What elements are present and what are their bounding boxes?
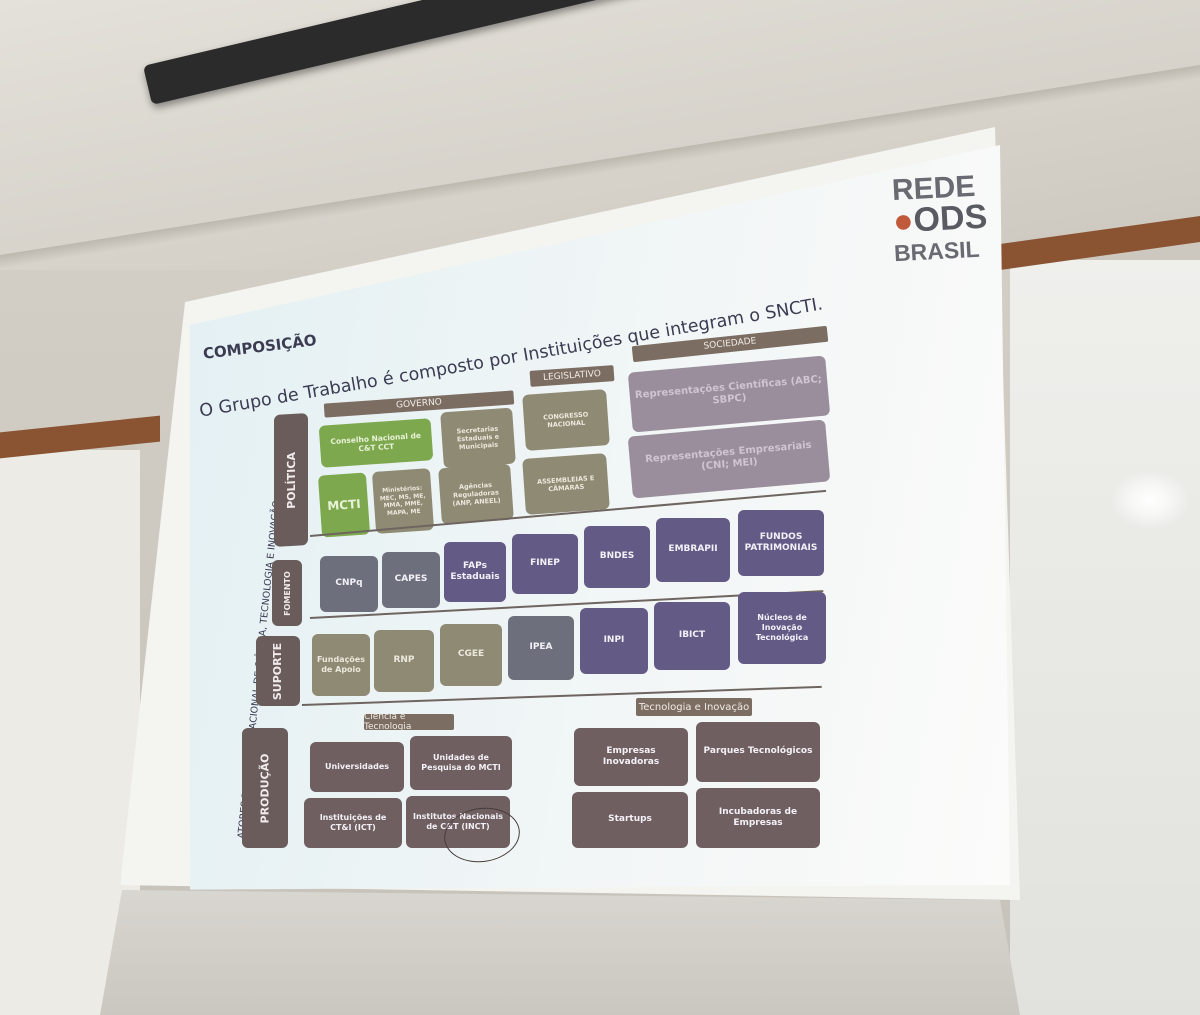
whiteboard-right <box>1010 260 1200 1015</box>
box-faps: FAPs Estaduais <box>444 542 506 602</box>
box-cgee: CGEE <box>440 624 502 686</box>
box-nucleos-inovacao: Núcleos de Inovação Tecnológica <box>738 592 826 664</box>
box-embrapii: EMBRAPII <box>656 518 730 582</box>
section-politica-label: POLÍTICA <box>284 451 298 509</box>
section-producao: PRODUÇÃO <box>242 728 288 848</box>
box-unidades-pesquisa: Unidades de Pesquisa do MCTI <box>410 736 512 790</box>
box-congresso: CONGRESSO NACIONAL <box>522 389 610 451</box>
box-rnp: RNP <box>374 630 434 692</box>
section-fomento: FOMENTO <box>272 560 302 626</box>
box-capes: CAPES <box>382 552 440 608</box>
box-incubadoras: Incubadoras de Empresas <box>696 788 820 848</box>
box-startups: Startups <box>572 792 688 848</box>
box-agencias: Agências Reguladoras (ANP, ANEEL) <box>438 463 514 525</box>
section-fomento-label: FOMENTO <box>282 570 292 616</box>
box-ibict: IBICT <box>654 602 730 670</box>
box-empresas-inovadoras: Empresas Inovadoras <box>574 728 688 786</box>
box-inct: Institutos Nacionais de C&T (INCT) <box>406 796 510 848</box>
screen-lower-area <box>100 890 1020 1015</box>
section-producao-label: PRODUÇÃO <box>258 753 272 823</box>
box-cnpq: CNPq <box>320 556 378 612</box>
box-fundacoes: Fundações de Apoio <box>312 634 370 696</box>
box-ict: Instituições de CT&I (ICT) <box>304 798 402 848</box>
box-fundos-patrimoniais: FUNDOS PATRIMONIAIS <box>738 510 824 576</box>
box-inpi: INPI <box>580 608 648 674</box>
section-politica: POLÍTICA <box>274 413 308 547</box>
header-tecnologia-inovacao: Tecnologia e Inovação <box>636 698 752 716</box>
light-glare <box>1110 470 1190 530</box>
box-bndes: BNDES <box>584 526 650 588</box>
box-mcti: MCTI <box>317 472 371 538</box>
box-secretarias: Secretarias Estaduais e Municipais <box>440 407 516 469</box>
header-ciencia-tecnologia: Ciência e Tecnologia <box>364 712 454 732</box>
logo-ods-text: ODS <box>912 197 989 240</box>
box-assembleias: ASSEMBLEIAS E CÂMARAS <box>522 453 610 515</box>
box-universidades: Universidades <box>310 742 404 792</box>
box-parques-tecnologicos: Parques Tecnológicos <box>696 722 820 782</box>
section-suporte: SUPORTE <box>256 636 300 706</box>
box-cct: Conselho Nacional de C&T CCT <box>318 418 434 468</box>
box-ipea: IPEA <box>508 616 574 680</box>
box-finep: FINEP <box>512 534 578 594</box>
section-suporte-label: SUPORTE <box>271 642 285 700</box>
logo-ods: ●ODS <box>892 197 989 241</box>
logo-brasil: BRASIL <box>893 235 981 267</box>
